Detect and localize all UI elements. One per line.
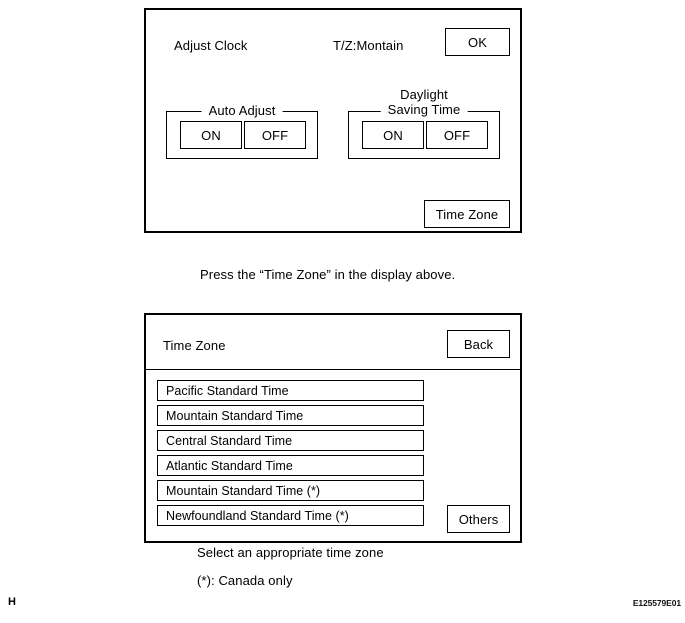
instruction-press-time-zone: Press the “Time Zone” in the display abo… xyxy=(200,267,456,282)
others-button[interactable]: Others xyxy=(447,505,510,533)
auto-adjust-legend: Auto Adjust xyxy=(201,103,283,118)
adjust-clock-title: Adjust Clock xyxy=(174,38,248,53)
time-zone-screen: Time Zone Back Pacific Standard Time Mou… xyxy=(144,313,522,543)
instruction-select-time-zone: Select an appropriate time zone xyxy=(197,545,384,560)
section-letter-mark: H xyxy=(8,596,17,608)
daylight-saving-time-legend-line2: Saving Time xyxy=(387,102,461,117)
daylight-saving-time-legend-line1: Daylight xyxy=(400,87,448,102)
list-item[interactable]: Mountain Standard Time xyxy=(157,405,424,426)
daylight-saving-on-button[interactable]: ON xyxy=(362,121,424,149)
auto-adjust-group: Auto Adjust ON OFF xyxy=(166,103,318,159)
time-zone-list: Pacific Standard Time Mountain Standard … xyxy=(157,380,424,530)
adjust-clock-screen: Adjust Clock T/Z:Montain OK Auto Adjust … xyxy=(144,8,522,233)
list-item[interactable]: Newfoundland Standard Time (*) xyxy=(157,505,424,526)
daylight-saving-time-legend: Daylight Saving Time xyxy=(380,87,468,117)
time-zone-button[interactable]: Time Zone xyxy=(424,200,510,228)
footnote-canada-only: (*): Canada only xyxy=(197,573,293,588)
list-item[interactable]: Central Standard Time xyxy=(157,430,424,451)
back-button[interactable]: Back xyxy=(447,330,510,358)
auto-adjust-on-button[interactable]: ON xyxy=(180,121,242,149)
figure-code-label: E125579E01 xyxy=(632,598,681,608)
time-zone-title: Time Zone xyxy=(163,338,226,353)
list-item[interactable]: Mountain Standard Time (*) xyxy=(157,480,424,501)
daylight-saving-off-button[interactable]: OFF xyxy=(426,121,488,149)
list-item[interactable]: Atlantic Standard Time xyxy=(157,455,424,476)
auto-adjust-off-button[interactable]: OFF xyxy=(244,121,306,149)
header-divider xyxy=(146,369,520,370)
list-item[interactable]: Pacific Standard Time xyxy=(157,380,424,401)
timezone-status-label: T/Z:Montain xyxy=(333,38,404,53)
ok-button[interactable]: OK xyxy=(445,28,510,56)
daylight-saving-time-group: Daylight Saving Time ON OFF xyxy=(348,87,500,159)
